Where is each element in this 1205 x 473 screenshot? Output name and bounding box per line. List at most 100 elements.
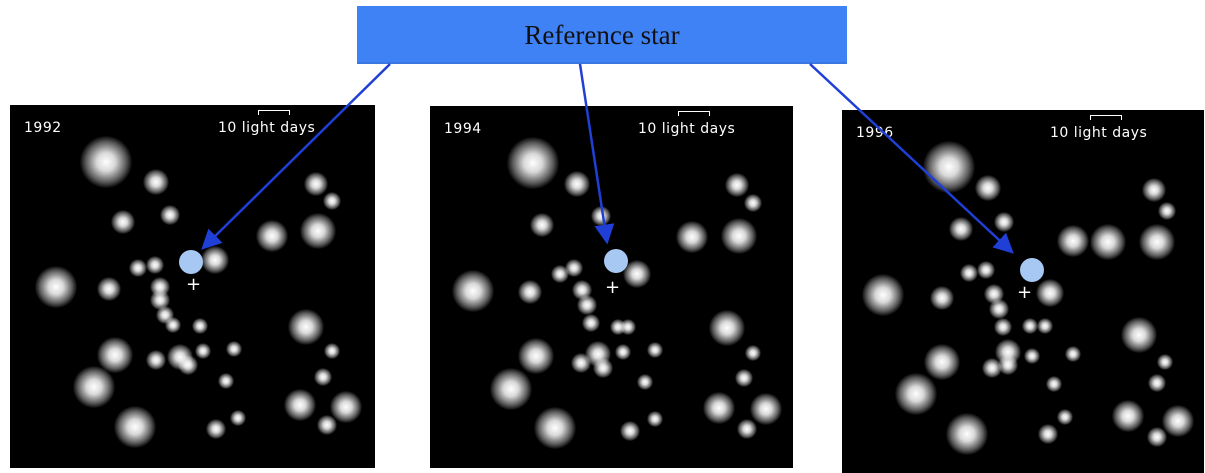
star (720, 217, 758, 255)
star (570, 352, 592, 374)
panel-year: 1994 (444, 121, 482, 137)
star (745, 345, 761, 361)
star (304, 172, 328, 196)
star (111, 210, 135, 234)
star (993, 317, 1013, 337)
star (676, 221, 708, 253)
star (149, 276, 171, 298)
star (284, 389, 316, 421)
star (1157, 201, 1177, 221)
star (1089, 223, 1127, 261)
star (167, 344, 193, 370)
star (218, 373, 234, 389)
star (895, 373, 937, 415)
star (1120, 316, 1158, 354)
star (145, 255, 165, 275)
scale-label: 10 light days (218, 120, 316, 136)
star (983, 283, 1005, 305)
star (114, 406, 156, 448)
star (976, 260, 996, 280)
panel-year: 1996 (856, 125, 894, 141)
star (1112, 400, 1144, 432)
star (322, 191, 342, 211)
star (192, 318, 208, 334)
star (923, 141, 975, 193)
star (1057, 225, 1089, 257)
star (590, 205, 612, 227)
star (615, 344, 631, 360)
star (923, 343, 961, 381)
star (981, 357, 1003, 379)
star (530, 213, 554, 237)
star (313, 367, 333, 387)
star (299, 212, 337, 250)
star (647, 342, 663, 358)
star (534, 407, 576, 449)
star (1162, 405, 1194, 437)
reference-star-marker (604, 249, 628, 273)
star (734, 368, 754, 388)
star (330, 391, 362, 423)
star (143, 169, 169, 195)
scale-label: 10 light days (1050, 125, 1148, 141)
position-cross: + (605, 277, 621, 298)
star (517, 337, 555, 375)
star (73, 366, 115, 408)
reference-star-marker (1020, 258, 1044, 282)
star (1035, 278, 1065, 308)
star (316, 414, 338, 436)
star (703, 392, 735, 424)
position-cross: + (1017, 282, 1033, 303)
star (145, 349, 167, 371)
scale-bar (258, 110, 290, 115)
position-cross: + (186, 274, 202, 295)
panel-1996: 1996 10 light days + (842, 110, 1204, 473)
star (581, 313, 601, 333)
star (195, 343, 211, 359)
banner-label: Reference star (524, 19, 680, 50)
star (1142, 178, 1166, 202)
star (862, 274, 904, 316)
star (750, 393, 782, 425)
panel-1992: 1992 10 light days + (10, 105, 375, 468)
star (287, 308, 325, 346)
star (490, 368, 532, 410)
star (610, 319, 626, 335)
star (743, 193, 763, 213)
panel-1994: 1994 10 light days + (430, 106, 793, 468)
star (159, 204, 181, 226)
scale-bar (678, 111, 710, 116)
star (975, 175, 1001, 201)
scale-label: 10 light days (638, 121, 736, 137)
star (324, 343, 340, 359)
star (205, 418, 227, 440)
star (959, 263, 979, 283)
star (1057, 409, 1073, 425)
star (230, 410, 246, 426)
star (708, 309, 746, 347)
star (550, 264, 570, 284)
star (226, 341, 242, 357)
star (128, 258, 148, 278)
star (200, 245, 230, 275)
star (993, 211, 1015, 233)
star (725, 173, 749, 197)
star (1046, 376, 1062, 392)
star (155, 305, 175, 325)
star (1147, 373, 1167, 393)
reference-star-marker (179, 250, 203, 274)
star (571, 279, 593, 301)
star (518, 280, 542, 304)
star (96, 336, 134, 374)
star (97, 277, 121, 301)
star (930, 286, 954, 310)
star (736, 418, 758, 440)
star (619, 420, 641, 442)
star (1037, 318, 1053, 334)
panel-year: 1992 (24, 120, 62, 136)
star (1022, 318, 1038, 334)
star (452, 270, 494, 312)
star (1065, 346, 1081, 362)
star (637, 374, 653, 390)
star (507, 137, 559, 189)
